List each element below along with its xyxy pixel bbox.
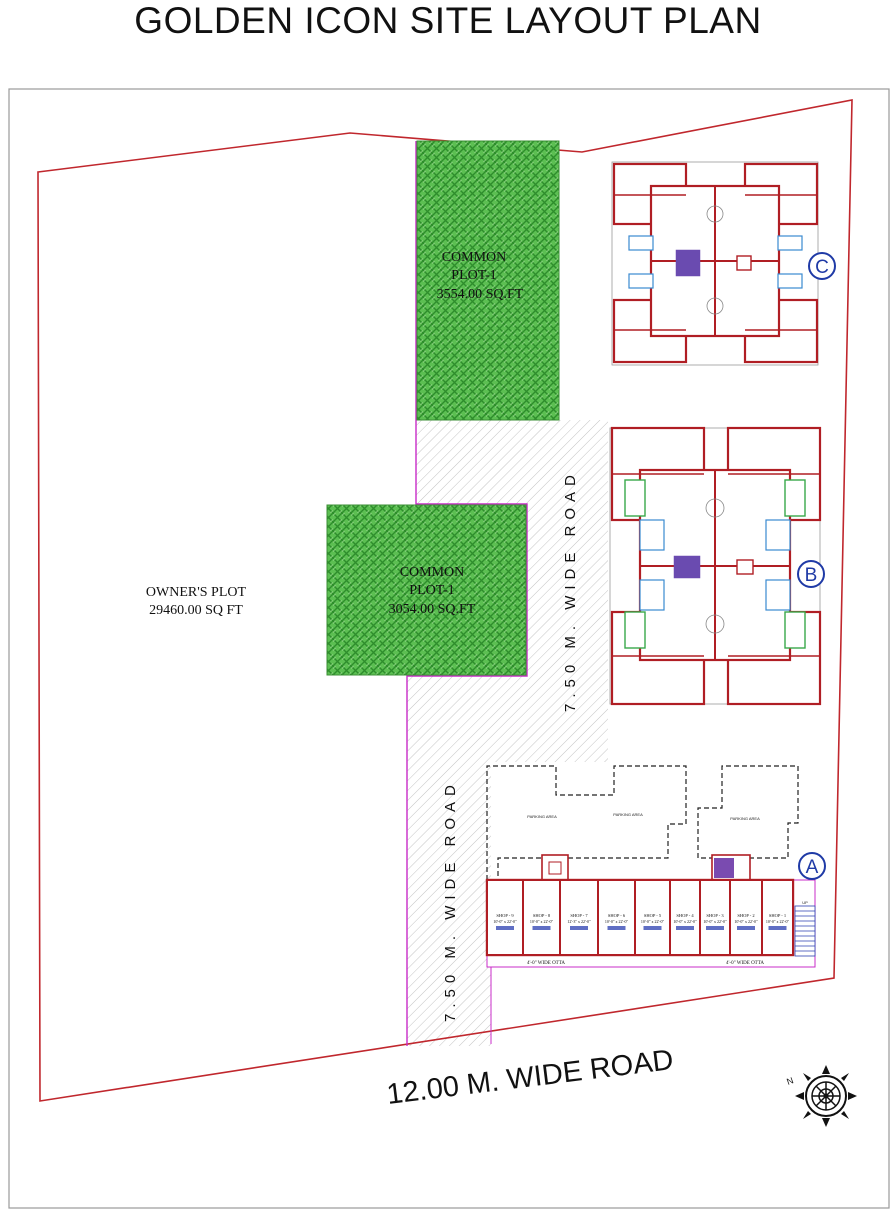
shop-carpet-area-note [768,926,787,930]
parking-label-1: PARKING AREA [527,814,557,819]
owners-plot-area: 29460.00 SQ FT [149,603,243,618]
shop-name: SHOP - 2 [737,913,754,918]
block-a-parking [486,765,799,880]
page-title: GOLDEN ICON SITE LAYOUT PLAN [134,0,761,41]
common-plot-upper-area: 3554.00 SQ.FT [437,287,524,302]
shop-name: SHOP - 3 [706,913,724,918]
main-road-label: 12.00 M. WIDE ROAD [385,1044,675,1111]
shop-cell: SHOP - 510'-0" x 22'-0" [634,879,671,956]
block-b-building [609,426,822,706]
shop-size: 10'-0" x 22'-0" [673,919,697,924]
common-plot-lower-label-2: PLOT-1 [409,583,454,598]
common-plot-upper-label-2: PLOT-1 [451,268,496,283]
internal-road-upper-label: 7.50 M. WIDE ROAD [562,469,579,712]
compass-north-label: N [785,1075,795,1087]
shop-carpet-area-note [607,926,626,930]
drawing-frame [8,88,890,1209]
shop-cell: SHOP - 810'-0" x 22'-0" [522,879,561,956]
parking-label-2: PARKING AREA [613,812,643,817]
north-compass-icon: N [785,1065,857,1127]
owners-plot-label: OWNER'S PLOT [146,585,247,600]
internal-road-lower-label: 7.50 M. WIDE ROAD [442,779,459,1022]
common-plot-upper-label: COMMON [442,250,507,265]
shop-size: 10'-0" x 22'-0" [766,919,790,924]
shop-name: SHOP - 6 [608,913,626,918]
block-a-marker: A [798,852,826,880]
shop-name: SHOP - 4 [676,913,694,918]
shop-carpet-area-note [676,926,694,930]
shop-cell: SHOP - 310'-0" x 22'-0" [699,879,731,956]
shop-carpet-area-note [643,926,662,930]
block-b-marker: B [797,560,825,588]
shop-size: 10'-0" x 22'-0" [703,919,727,924]
common-plot-lower-label: COMMON [400,565,465,580]
parking-label-3: PARKING AREA [730,816,760,821]
road-edge-line [406,141,528,1046]
shop-size: 10'-0" x 22'-0" [605,919,629,924]
block-c-marker: C [808,252,836,280]
common-plot-lower [326,504,527,676]
shop-carpet-area-note [496,926,514,930]
block-a-label: A [806,857,819,878]
site-boundary [37,99,853,1102]
shop-size: 10'-0" x 22'-0" [641,919,665,924]
shop-cell: SHOP - 712'-3" x 22'-0" [559,879,599,956]
block-a-stair-right [711,854,751,882]
shop-cell: SHOP - 410'-0" x 22'-0" [669,879,701,956]
shop-carpet-area-note [570,926,588,930]
block-b-label: B [805,565,818,586]
otta-label-right: 4'-0" WIDE OTTA [726,961,764,966]
shop-cell: SHOP - 210'-0" x 22'-0" [729,879,763,956]
shop-size: 12'-3" x 22'-0" [567,919,591,924]
shop-size: 10'-0" x 22'-0" [530,919,554,924]
shop-cell: SHOP - 910'-0" x 22'-0" [486,879,524,956]
block-c-label: C [815,257,829,278]
shop-size: 10'-0" x 22'-0" [734,919,758,924]
shop-name: SHOP - 1 [769,913,786,918]
otta-label-left: 4'-0" WIDE OTTA [527,961,565,966]
block-a-stair-left [541,854,569,882]
common-plot-lower-area: 3054.00 SQ.FT [389,602,476,617]
shop-stair-up: UP [794,900,816,957]
shop-cell: SHOP - 110'-0" x 22'-0" [761,879,794,956]
shop-name: SHOP - 5 [644,913,662,918]
shop-name: SHOP - 9 [496,913,514,918]
block-c-building [611,161,819,366]
shop-carpet-area-note [532,926,551,930]
common-plot-upper [416,140,560,421]
shop-name: SHOP - 8 [533,913,551,918]
shop-stair-up-label: UP [802,900,808,905]
shop-name: SHOP - 7 [570,913,588,918]
shop-size: 10'-0" x 22'-0" [493,919,517,924]
shop-carpet-area-note [706,926,724,930]
shop-carpet-area-note [737,926,755,930]
block-a-stair-left-core [548,861,562,875]
shop-cell: SHOP - 610'-0" x 22'-0" [597,879,636,956]
